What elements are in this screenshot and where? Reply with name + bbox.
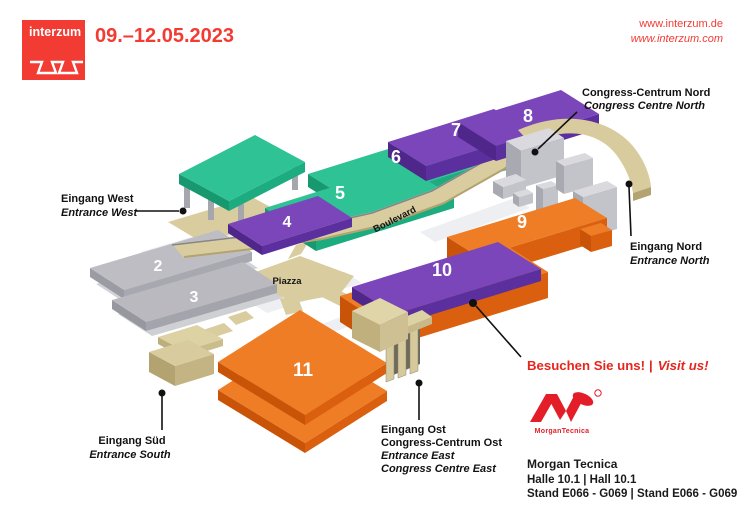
entrance-east-en1: Entrance East [381,450,456,462]
service-building [513,189,533,207]
entrance-north-en: Entrance North [630,255,710,267]
entrance-south-de: Eingang Süd [98,435,165,447]
hall-3-block [112,262,283,336]
leader-dot [415,379,423,387]
south-entrance-building [149,325,223,386]
interzum-logo-box [22,20,85,80]
hall-9-annex-block [580,223,612,252]
congress-north-de: Congress-Centrum Nord [582,87,710,99]
entrance-west-de: Eingang West [61,193,134,205]
visit-de: Besuchen Sie uns! [527,358,645,373]
hall-3-number: 3 [190,289,199,306]
leader-dot [158,389,166,397]
hall-11-block [218,310,387,425]
entrance-east-de1: Eingang Ost [381,424,446,436]
entrance-east-annotation: Eingang Ost Congress-Centrum Ost Entranc… [381,379,502,475]
entrance-east-en2: Congress Centre East [381,463,497,475]
interzum-logo: interzum [22,20,85,80]
interzum-logo-text: interzum [29,25,81,39]
leader-dot [179,207,187,215]
entrance-north-annotation: Eingang Nord Entrance North [625,180,710,267]
visit-us-annotation: Besuchen Sie uns! | Visit us! [469,299,709,373]
leader-dot [625,180,633,188]
leader-dot [469,299,477,307]
exhibitor-stand: Stand E066 - G069 | Stand E066 - G069 [527,488,737,500]
entrance-south-en: Entrance South [89,449,171,461]
dovetail-icon [30,60,83,75]
hall-4-number: 4 [283,214,292,231]
hall-2-number: 2 [154,258,163,275]
east-entrance-building [352,298,432,383]
morgan-tecnica-logo: MorganTecnica [530,389,602,435]
leader-line [537,111,578,150]
leader-line [475,305,522,358]
exhibitor-details: Morgan Tecnica Halle 10.1 | Hall 10.1 St… [527,457,737,500]
url-interzum-com[interactable]: www.interzum.com [631,33,723,45]
exhibitor-name: Morgan Tecnica [527,457,618,471]
entrance-west-en: Entrance West [61,207,139,219]
hall-11-number: 11 [293,360,314,381]
service-building [556,153,593,194]
service-building [493,174,526,199]
piazza-label: Piazza [272,276,302,287]
registered-mark-icon [594,389,602,397]
hall-9-number: 9 [517,212,527,232]
exhibitor-hall: Halle 10.1 | Hall 10.1 [527,474,637,486]
entrance-east-de2: Congress-Centrum Ost [381,437,502,449]
hall-8-number: 8 [523,106,533,126]
leader-line [628,186,632,237]
visit-us-text: Besuchen Sie uns! | Visit us! [527,358,709,373]
hall-4-block [228,196,352,255]
event-dates: 09.–12.05.2023 [95,25,234,47]
congress-north-ramp [518,118,651,201]
visit-separator: | [649,358,653,373]
hall-10-number: 10 [432,260,452,280]
visit-en: Visit us! [658,358,709,373]
hall-7-number: 7 [451,120,461,140]
congress-north-annotation: Congress-Centrum Nord Congress Centre No… [531,87,710,156]
congress-north-buildings [493,128,617,239]
entrance-north-de: Eingang Nord [630,241,702,253]
morgan-logo-wordmark: MorganTecnica [535,428,590,435]
west-teal-hall-block [179,135,305,227]
entrance-south-annotation: Eingang Süd Entrance South [89,389,171,461]
hall-5-number: 5 [335,183,345,203]
entrance-west-annotation: Eingang West Entrance West [61,193,187,219]
west-entrance-plaza [168,197,287,243]
hall-numbers: 2 3 4 5 6 7 8 9 10 11 [154,106,533,381]
leader-dot [531,148,539,156]
hall-6-number: 6 [391,147,401,167]
congress-north-en: Congress Centre North [584,100,705,112]
url-interzum-de[interactable]: www.interzum.de [638,18,723,30]
